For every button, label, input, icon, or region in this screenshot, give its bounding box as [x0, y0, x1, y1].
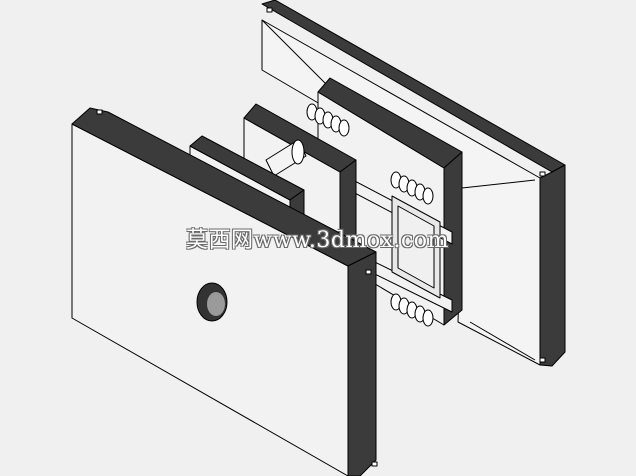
- bracket: [329, 167, 453, 313]
- middle-spring: [390, 171, 434, 205]
- edge-notches: [96, 7, 546, 467]
- upper-spring: [306, 103, 350, 137]
- front-plate: [71, 107, 377, 476]
- rear-pad-side-edge: [443, 151, 463, 326]
- front-plate-side-edge: [347, 251, 377, 476]
- bracket-window: [397, 205, 435, 289]
- lower-spring: [390, 293, 434, 327]
- watermark-text: 莫西网www.3dmox.com: [186, 228, 449, 253]
- front-plate-top-edge: [71, 107, 377, 267]
- back-plate-side-edge: [539, 164, 566, 367]
